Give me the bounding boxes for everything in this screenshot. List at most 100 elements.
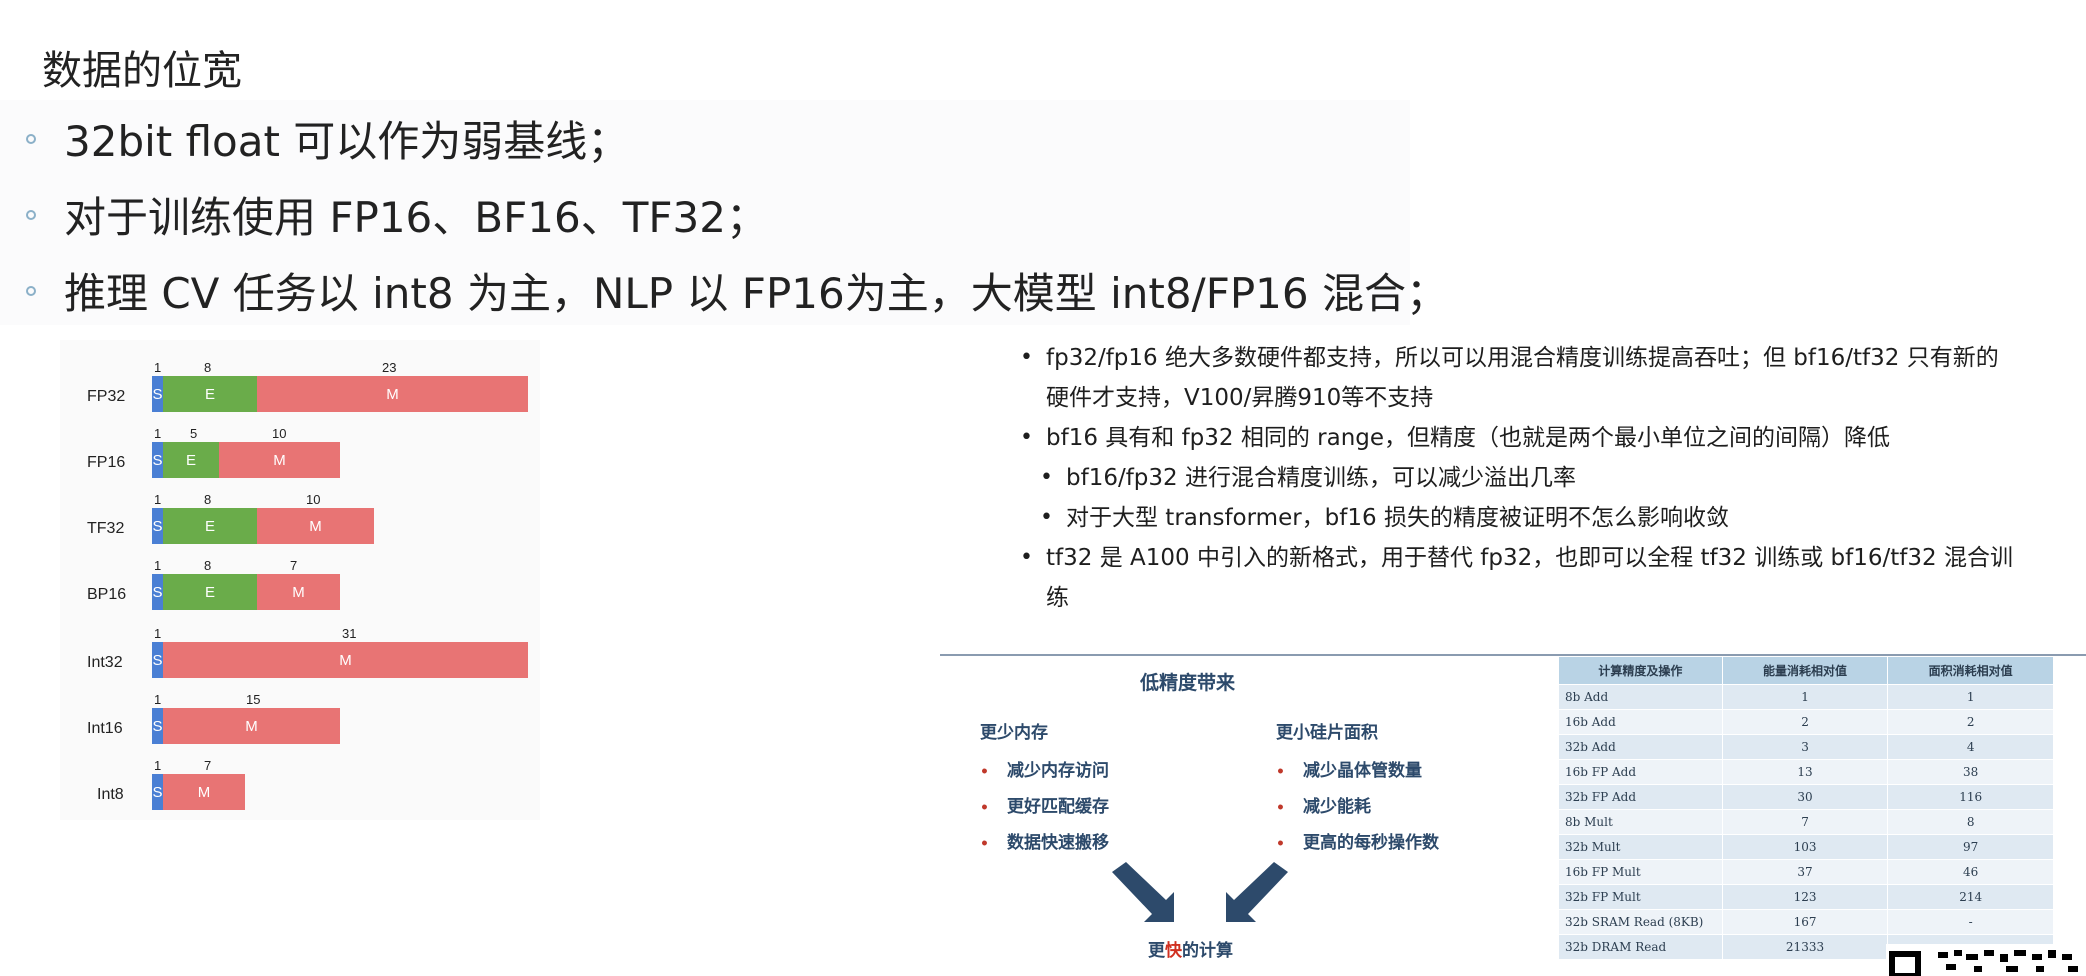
bullet-icon: • [1276, 764, 1285, 780]
operation-cell: 32b FP Mult [1558, 884, 1723, 910]
bullet-icon: • [980, 836, 989, 852]
area-cell: 8 [1887, 809, 2054, 835]
energy-cell: 13 [1721, 759, 1889, 785]
bit-row-bp16: BP16 1 8 7 S E M [60, 558, 540, 614]
magnitude-segment: M [163, 708, 340, 744]
exponent-bits: 5 [190, 426, 198, 441]
bullet-text: 推理 CV 任务以 int8 为主，NLP 以 FP16为主，大模型 int8/… [64, 269, 1448, 318]
energy-cell: 123 [1721, 884, 1889, 910]
bullet-icon: • [980, 764, 989, 780]
mantissa-bits: 10 [306, 492, 321, 507]
sign-bits: 1 [154, 426, 162, 441]
energy-cell: 21333 [1721, 934, 1889, 960]
note-item: fp32/fp16 绝大多数硬件都支持，所以可以用混合精度训练提高吞吐；但 bf… [1010, 338, 2080, 378]
converging-arrows-icon [1112, 862, 1288, 922]
operation-cell: 32b Add [1558, 734, 1723, 760]
format-label: BP16 [87, 586, 127, 603]
format-label: Int32 [87, 654, 123, 671]
energy-cell: 103 [1721, 834, 1889, 860]
smaller-area-heading: 更小硅片面积 [1276, 723, 1378, 743]
bit-counts: 1 15 [60, 692, 540, 707]
low-precision-title: 低精度带来 [1140, 672, 1236, 694]
exponent-bits: 8 [204, 558, 212, 573]
bit-row-int16: Int16 1 15 S M [60, 692, 540, 748]
magnitude-bits: 15 [246, 692, 261, 707]
sign-segment: S [152, 642, 163, 678]
note-item: bf16 具有和 fp32 相同的 range，但精度（也就是两个最小单位之间的… [1010, 418, 2080, 458]
mantissa-bits: 7 [290, 558, 298, 573]
page-title: 数据的位宽 [42, 48, 242, 94]
area-cell: 116 [1887, 784, 2054, 810]
bit-row-fp16: FP16 1 5 10 S E M [60, 426, 540, 482]
energy-cell: 167 [1721, 909, 1889, 935]
qr-code [1886, 944, 2086, 976]
bullet-icon: • [1276, 836, 1285, 852]
bullet-circle-icon [26, 133, 36, 144]
operation-cell: 32b FP Add [1558, 784, 1723, 810]
energy-cell: 3 [1721, 734, 1889, 760]
mantissa-segment: M [219, 442, 340, 478]
bit-row-int8: Int8 1 7 S M [60, 758, 540, 814]
bit-row-int32: Int32 1 31 S M [60, 626, 540, 682]
operation-cell: 8b Mult [1558, 809, 1723, 835]
arrow-down-left-icon [1226, 862, 1288, 922]
energy-cell: 37 [1721, 859, 1889, 885]
bullet-circle-icon [26, 209, 36, 220]
sign-bits: 1 [154, 692, 162, 707]
operation-cell: 16b FP Mult [1558, 859, 1723, 885]
magnitude-segment: M [163, 642, 528, 678]
area-cell: 1 [1887, 684, 2054, 710]
sign-segment: S [152, 508, 163, 544]
exponent-segment: E [163, 508, 257, 544]
benefit-item: •减少晶体管数量 [1276, 761, 1422, 781]
energy-cell: 1 [1721, 684, 1889, 710]
bit-row-fp32: FP32 1 8 23 S E M [60, 360, 540, 416]
sign-bits: 1 [154, 360, 162, 375]
arrow-down-right-icon [1112, 862, 1174, 922]
table-header-row: 计算精度及操作 能量消耗相对值 面积消耗相对值 [1558, 656, 2054, 685]
sign-bits: 1 [154, 492, 162, 507]
sign-segment: S [152, 774, 163, 810]
mantissa-segment: M [257, 574, 340, 610]
benefit-item: •减少能耗 [1276, 797, 1371, 817]
sign-bits: 1 [154, 626, 162, 641]
sign-segment: S [152, 442, 163, 478]
bit-counts: 1 8 10 [60, 492, 540, 507]
benefit-item: •减少内存访问 [980, 761, 1109, 781]
bullet-text: 对于训练使用 FP16、BF16、TF32； [64, 193, 768, 242]
column-header: 能量消耗相对值 [1721, 656, 1889, 685]
sign-bits: 1 [154, 558, 162, 573]
area-cell: 214 [1887, 884, 2054, 910]
area-cell: 97 [1887, 834, 2054, 860]
operation-cell: 16b FP Add [1558, 759, 1723, 785]
format-label: Int8 [97, 786, 124, 803]
bullet-list: 32bit float 可以作为弱基线； 对于训练使用 FP16、BF16、TF… [0, 100, 1448, 325]
format-notes: fp32/fp16 绝大多数硬件都支持，所以可以用混合精度训练提高吞吐；但 bf… [1010, 338, 2080, 618]
exponent-segment: E [163, 376, 257, 412]
area-cell: 38 [1887, 759, 2054, 785]
less-memory-heading: 更少内存 [980, 723, 1048, 743]
operation-cell: 32b SRAM Read (8KB) [1558, 909, 1723, 935]
sign-bits: 1 [154, 758, 162, 773]
operation-cell: 16b Add [1558, 709, 1723, 735]
bullet-circle-icon [26, 285, 36, 296]
exponent-bits: 8 [204, 492, 212, 507]
bit-counts: 1 7 [60, 758, 540, 773]
area-cell: - [1887, 909, 2054, 935]
benefit-item: •更高的每秒操作数 [1276, 833, 1439, 853]
bit-row-tf32: TF32 1 8 10 S E M [60, 492, 540, 548]
operation-cell: 32b Mult [1558, 834, 1723, 860]
column-header: 面积消耗相对值 [1887, 656, 2054, 685]
benefit-item: •更好匹配缓存 [980, 797, 1109, 817]
mantissa-segment: M [257, 376, 528, 412]
bullet-icon: • [980, 800, 989, 816]
divider [940, 654, 2086, 656]
format-label: Int16 [87, 720, 123, 737]
format-label: FP32 [87, 388, 126, 405]
format-label: FP16 [87, 454, 126, 471]
